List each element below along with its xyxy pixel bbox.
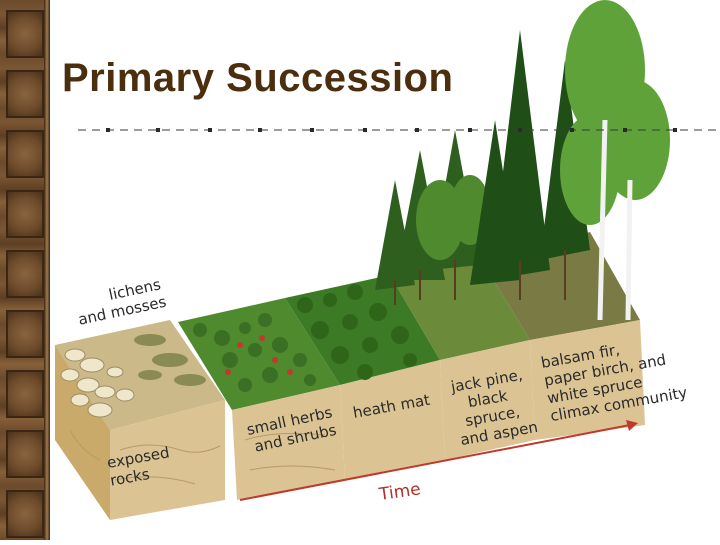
border-tile	[6, 10, 44, 58]
block-herbs-shrubs	[178, 298, 345, 500]
border-tile	[6, 130, 44, 178]
block-climax-community	[470, 0, 670, 440]
border-tile	[6, 250, 44, 298]
border-tile	[6, 490, 44, 538]
svg-text:lichens and mosses: lichens and mosses	[73, 274, 171, 328]
time-arrow	[239, 420, 638, 501]
svg-text:balsam fir, paper birc: balsam fir, paper birch, and white spruc…	[540, 330, 689, 425]
border-tile	[6, 70, 44, 118]
border-rail	[44, 0, 50, 540]
border-tile	[6, 190, 44, 238]
border-tile	[6, 370, 44, 418]
time-label: Time	[377, 479, 422, 505]
border-tile	[6, 310, 44, 358]
border-tile	[6, 430, 44, 478]
decorative-wood-border	[0, 0, 50, 540]
block-heath-mat	[285, 275, 445, 480]
block-jack-pine	[375, 130, 535, 460]
title-divider	[78, 128, 720, 132]
block-exposed-rocks	[55, 320, 225, 520]
succession-illustration: lichens and mosses exposed rocks small h…	[50, 0, 720, 540]
slide-title: Primary Succession	[62, 56, 454, 100]
